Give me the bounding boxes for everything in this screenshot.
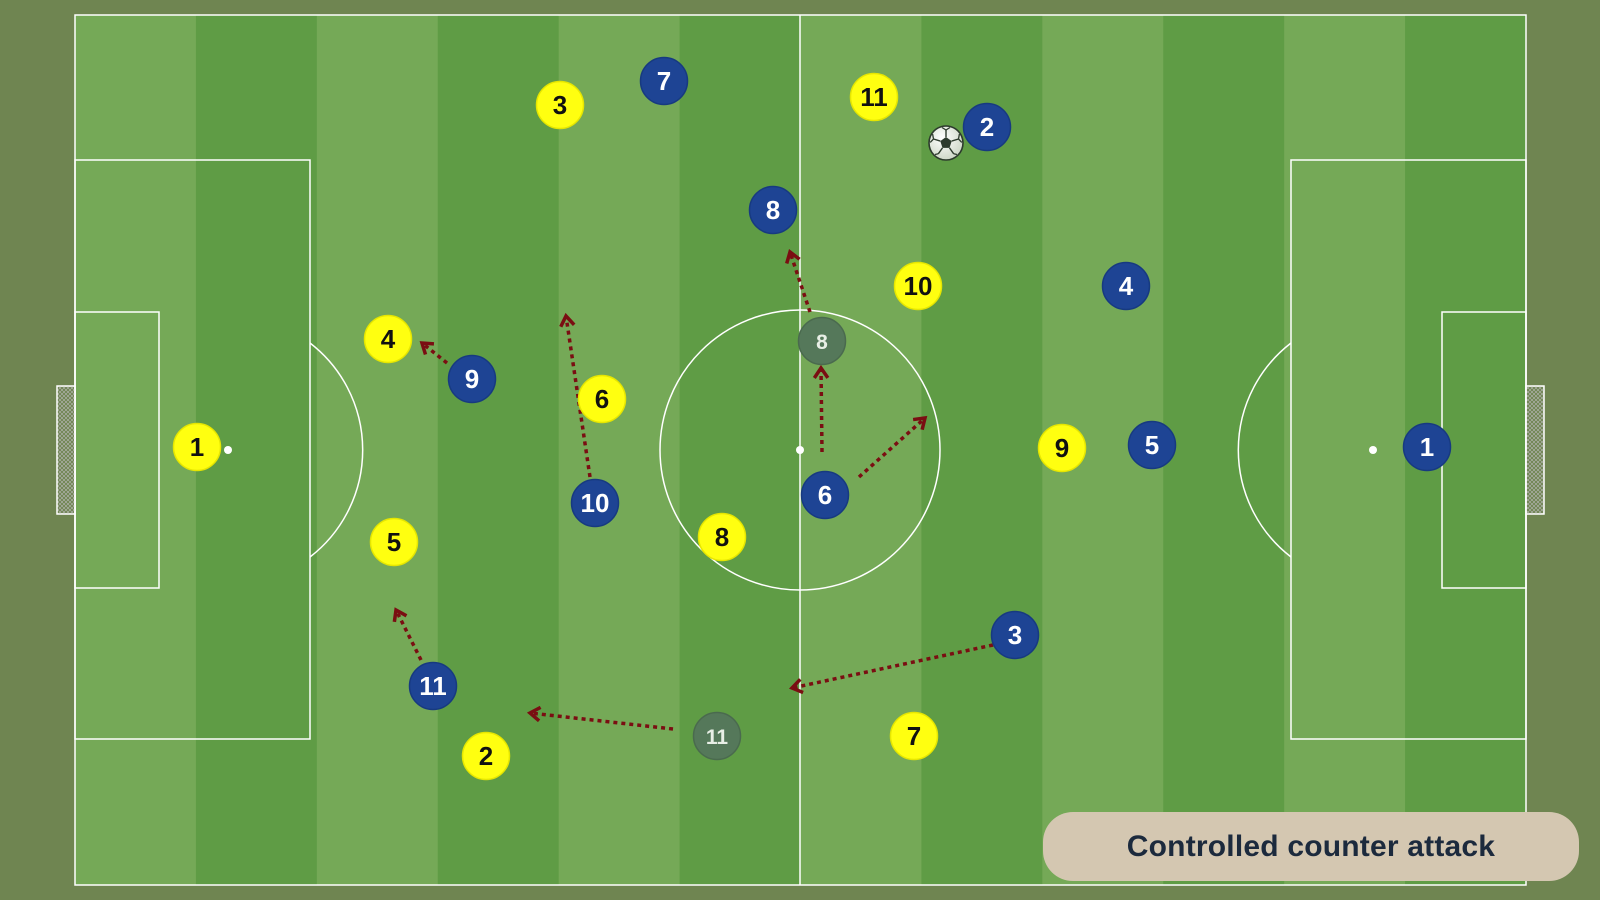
player-disc (577, 374, 627, 424)
player-number: 2 (980, 112, 994, 142)
player-number: 2 (479, 741, 493, 771)
right-penalty-arc (1237, 342, 1292, 558)
player-disc (408, 661, 458, 711)
yellow-player-2[interactable]: 2 (461, 731, 511, 781)
blue-player-7[interactable]: 7 (639, 56, 689, 106)
player-disc (1402, 422, 1452, 472)
blue-player-8[interactable]: 8 (748, 185, 798, 235)
player-disc (697, 512, 747, 562)
movement-arrow (392, 607, 423, 661)
pitch-stripe (1284, 15, 1406, 885)
yellow-player-1[interactable]: 1 (172, 422, 222, 472)
player-number: 3 (1008, 620, 1022, 650)
left-goal-net-icon (56, 385, 76, 515)
player-number: 7 (657, 66, 671, 96)
yellow-player-3[interactable]: 3 (535, 80, 585, 130)
blue-player-4[interactable]: 4 (1101, 261, 1151, 311)
player-number: 8 (816, 331, 828, 354)
blue-player-10[interactable]: 10 (570, 478, 620, 528)
pitch-stripe (558, 15, 681, 885)
player-disc (797, 316, 847, 366)
blue-player-11[interactable]: 11 (408, 661, 458, 711)
blue-player-5[interactable]: 5 (1127, 420, 1177, 470)
player-number: 9 (465, 364, 479, 394)
player-number: 8 (766, 195, 780, 225)
player-disc (748, 185, 798, 235)
player-disc (535, 80, 585, 130)
right-goal-net-icon (1525, 385, 1545, 515)
blue-player-2[interactable]: 2 (962, 102, 1012, 152)
pitch-stripe (679, 15, 801, 885)
diagram-caption: Controlled counter attack (1043, 812, 1579, 881)
player-disc (369, 517, 419, 567)
player-number: 11 (419, 671, 447, 701)
player-disc (962, 102, 1012, 152)
player-number: 7 (907, 721, 921, 751)
player-disc (990, 610, 1040, 660)
movement-arrow (812, 364, 830, 453)
player-disc (639, 56, 689, 106)
player-disc (172, 422, 222, 472)
movement-arrow (785, 249, 812, 313)
ghost-player-11[interactable]: 11 (692, 711, 742, 761)
player-disc (800, 470, 850, 520)
pitch-stripe (316, 15, 439, 885)
player-disc (570, 478, 620, 528)
player-number: 10 (581, 488, 610, 518)
yellow-player-4[interactable]: 4 (363, 314, 413, 364)
movement-arrow (419, 341, 449, 365)
yellow-player-6[interactable]: 6 (577, 374, 627, 424)
movement-arrow (857, 415, 928, 479)
blue-player-3[interactable]: 3 (990, 610, 1040, 660)
player-number: 10 (904, 271, 933, 301)
ghost-player-8[interactable]: 8 (797, 316, 847, 366)
yellow-player-10[interactable]: 10 (893, 261, 943, 311)
yellow-player-11[interactable]: 11 (849, 72, 899, 122)
player-number: 4 (381, 324, 396, 354)
player-disc (1127, 420, 1177, 470)
left-penalty-spot (224, 446, 232, 454)
movement-arrow (526, 705, 674, 731)
player-number: 11 (860, 82, 888, 112)
movement-arrow (788, 643, 994, 695)
player-disc (447, 354, 497, 404)
yellow-player-5[interactable]: 5 (369, 517, 419, 567)
blue-player-9[interactable]: 9 (447, 354, 497, 404)
player-number: 5 (1145, 430, 1159, 460)
player-disc (363, 314, 413, 364)
player-disc (1101, 261, 1151, 311)
player-number: 9 (1055, 433, 1069, 463)
player-disc (849, 72, 899, 122)
pitch-stripe (1163, 15, 1285, 885)
yellow-player-9[interactable]: 9 (1037, 423, 1087, 473)
yellow-player-8[interactable]: 8 (697, 512, 747, 562)
right-penalty-spot (1369, 446, 1377, 454)
player-number: 8 (715, 522, 729, 552)
centre-spot (796, 446, 804, 454)
player-number: 11 (706, 726, 729, 749)
player-number: 6 (595, 384, 609, 414)
left-penalty-arc (309, 342, 364, 558)
yellow-player-7[interactable]: 7 (889, 711, 939, 761)
player-number: 1 (1420, 432, 1434, 462)
player-disc (461, 731, 511, 781)
blue-player-6[interactable]: 6 (800, 470, 850, 520)
centre-circle (659, 309, 941, 591)
player-number: 1 (190, 432, 204, 462)
soccer-ball-icon (928, 125, 964, 161)
player-number: 6 (818, 480, 832, 510)
blue-player-1[interactable]: 1 (1402, 422, 1452, 472)
player-number: 5 (387, 527, 401, 557)
player-disc (889, 711, 939, 761)
player-disc (692, 711, 742, 761)
player-disc (893, 261, 943, 311)
player-number: 3 (553, 90, 567, 120)
player-number: 4 (1119, 271, 1134, 301)
player-disc (1037, 423, 1087, 473)
